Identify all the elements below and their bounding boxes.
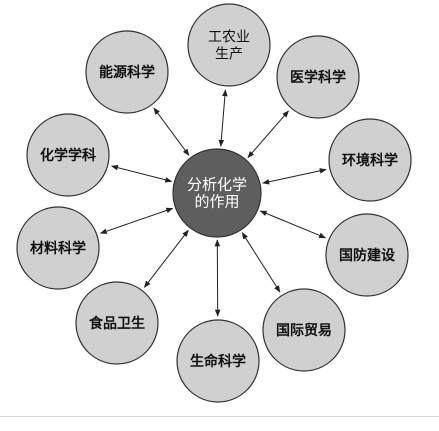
node-energy-label-line-1: 能源科学 (99, 64, 155, 81)
node-food-label-line-1: 食品卫生 (89, 315, 145, 332)
node-food: 食品卫生 (76, 282, 158, 364)
arrow-food (144, 230, 188, 287)
node-chemistry-label-line-1: 化学学科 (40, 147, 96, 164)
arrow-environment (263, 170, 326, 184)
node-materials-label-line-1: 材料科学 (30, 240, 86, 257)
arrow-chemistry (112, 166, 172, 181)
node-industry-label-line-1: 工农业 (208, 30, 250, 46)
node-trade-label-line-1: 国际贸易 (276, 322, 332, 339)
node-life: 生命科学 (177, 320, 259, 402)
node-defense: 国防建设 (326, 214, 408, 296)
arrow-trade (242, 233, 280, 292)
arrow-materials (101, 208, 173, 233)
node-medicine-label-line-1: 医学科学 (290, 69, 346, 86)
arrow-industry (221, 90, 226, 146)
node-medicine: 医学科学 (277, 36, 359, 118)
arrow-defense (260, 211, 325, 238)
center-label-line-1: 分析化学 (187, 176, 247, 194)
arrow-energy (154, 108, 189, 155)
node-defense-label-line-1: 国防建设 (339, 247, 396, 264)
node-environment-label-line-1: 环境科学 (342, 152, 398, 169)
node-energy: 能源科学 (86, 31, 168, 113)
node-materials: 材料科学 (17, 207, 99, 289)
node-industry-label-line-2: 生产 (215, 47, 243, 63)
node-trade: 国际贸易 (263, 289, 345, 371)
center-label-line-2: 的作用 (194, 193, 239, 211)
node-chemistry: 化学学科 (27, 114, 109, 196)
arrow-medicine (248, 111, 289, 158)
bottom-divider (0, 416, 439, 417)
node-life-label-line-1: 生命科学 (190, 353, 246, 370)
node-environment: 环境科学 (329, 119, 411, 201)
